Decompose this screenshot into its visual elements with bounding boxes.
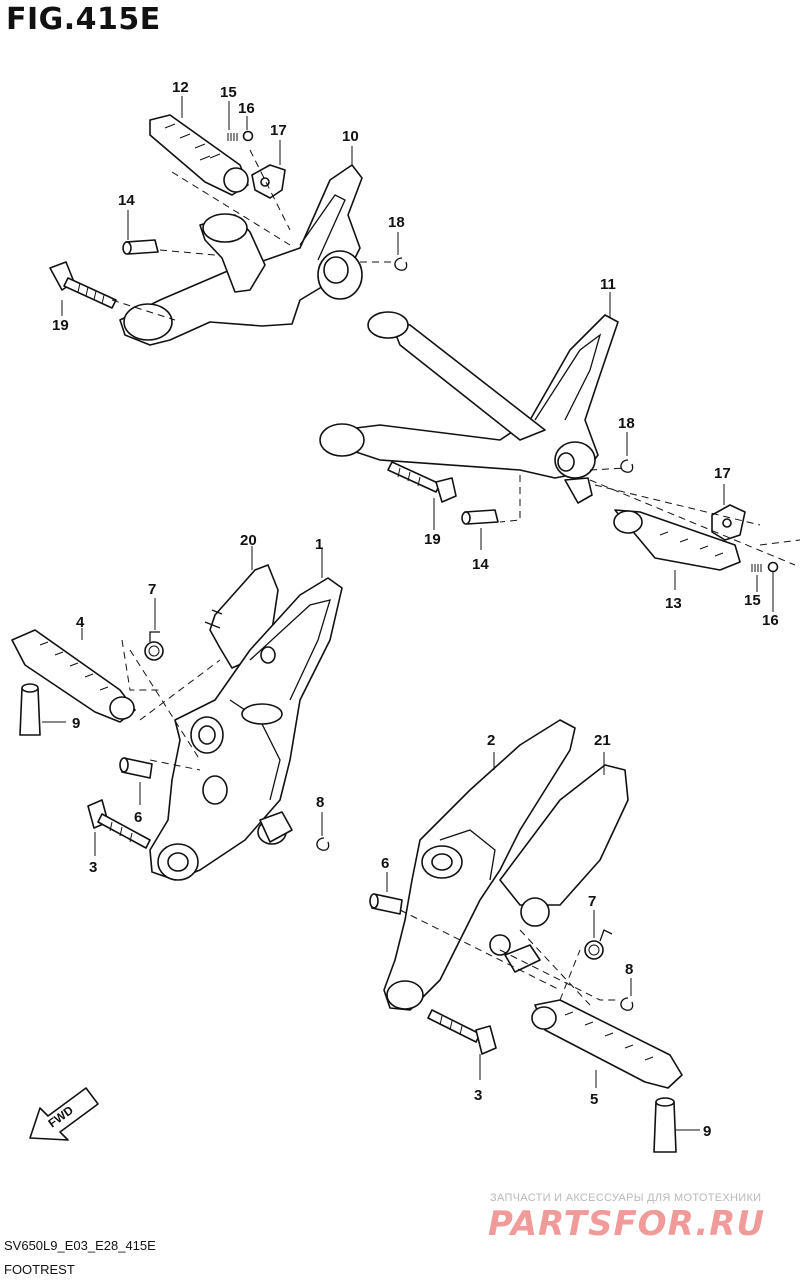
plate-17b xyxy=(711,504,746,541)
callout-9: 9 xyxy=(72,715,80,732)
ball-16a xyxy=(242,130,254,142)
footrest-bracket-1 xyxy=(149,577,343,881)
callout-14: 14 xyxy=(118,192,135,209)
pillion-bracket-left xyxy=(119,164,363,346)
callout-5: 5 xyxy=(590,1091,598,1108)
footrest-peg-13 xyxy=(613,509,741,571)
spring-7a xyxy=(144,631,164,661)
callout-16: 16 xyxy=(238,100,255,117)
watermark-logo: PARTSFOR.RU xyxy=(488,1204,766,1244)
footrest-peg-4 xyxy=(11,629,136,723)
rubber-9a xyxy=(19,683,41,736)
callout-15: 15 xyxy=(744,592,761,609)
callout-8: 8 xyxy=(316,794,324,811)
callout-11: 11 xyxy=(600,276,616,293)
spring-15b xyxy=(751,564,762,572)
callout-18: 18 xyxy=(388,214,405,231)
pin-14a xyxy=(122,239,159,255)
leaders-upper-right xyxy=(433,292,800,612)
callout-17: 17 xyxy=(714,465,731,482)
callout-19: 19 xyxy=(52,317,69,334)
callout-21: 21 xyxy=(594,732,611,749)
spring-15a xyxy=(227,133,238,141)
callout-20: 20 xyxy=(240,532,257,549)
pin-6a xyxy=(119,757,153,779)
pillion-bracket-right xyxy=(319,311,619,504)
callout-14: 14 xyxy=(472,556,489,573)
rubber-9b xyxy=(653,1097,677,1153)
figure-title: FIG.415E xyxy=(6,2,161,37)
callout-6: 6 xyxy=(134,809,142,826)
callout-12: 12 xyxy=(172,79,189,96)
clip-8b xyxy=(620,997,634,1011)
callout-8: 8 xyxy=(625,961,633,978)
leaders-lower-left xyxy=(42,546,323,856)
callout-17: 17 xyxy=(270,122,287,139)
clip-18a xyxy=(394,257,408,271)
callout-3: 3 xyxy=(89,859,97,876)
bolt-19b xyxy=(387,461,457,503)
plate-17a xyxy=(251,164,286,199)
callout-18: 18 xyxy=(618,415,635,432)
bolt-19a xyxy=(49,261,117,309)
callout-19: 19 xyxy=(424,531,441,548)
figure-code: SV650L9_E03_E28_415E xyxy=(4,1238,156,1253)
bolt-3a xyxy=(87,799,151,849)
clip-8a xyxy=(316,837,330,851)
callout-1: 1 xyxy=(315,536,323,553)
leaders-upper-left xyxy=(61,96,399,321)
leaders-lower-right xyxy=(386,752,700,1131)
callout-2: 2 xyxy=(487,732,495,749)
callout-6: 6 xyxy=(381,855,389,872)
bolt-3b xyxy=(427,1009,497,1055)
callout-labels: 1 2 3 3 4 5 6 6 7 7 8 8 9 9 10 11 12 13 … xyxy=(52,79,779,1140)
callout-7: 7 xyxy=(588,893,596,910)
watermark-subtitle: ЗАПЧАСТИ И АКСЕССУАРЫ ДЛЯ МОТОТЕХНИКИ xyxy=(490,1192,762,1204)
callout-3: 3 xyxy=(474,1087,482,1104)
footrest-peg-5 xyxy=(531,999,683,1089)
footrest-peg-12 xyxy=(149,114,249,196)
pin-14b xyxy=(461,509,499,525)
callout-4: 4 xyxy=(76,614,85,631)
callout-16: 16 xyxy=(762,612,779,629)
ball-16b xyxy=(767,561,779,573)
callout-7: 7 xyxy=(148,581,156,598)
callout-10: 10 xyxy=(342,128,359,145)
fwd-arrow-icon: FWD xyxy=(29,1087,99,1141)
callout-15: 15 xyxy=(220,84,237,101)
pin-6b xyxy=(369,893,403,915)
callout-13: 13 xyxy=(665,595,682,612)
callout-9: 9 xyxy=(703,1123,711,1140)
figure-name: FOOTREST xyxy=(4,1262,75,1277)
clip-18b xyxy=(620,459,634,473)
footrest-bracket-2 xyxy=(383,719,576,1011)
spring-7b xyxy=(584,929,613,960)
